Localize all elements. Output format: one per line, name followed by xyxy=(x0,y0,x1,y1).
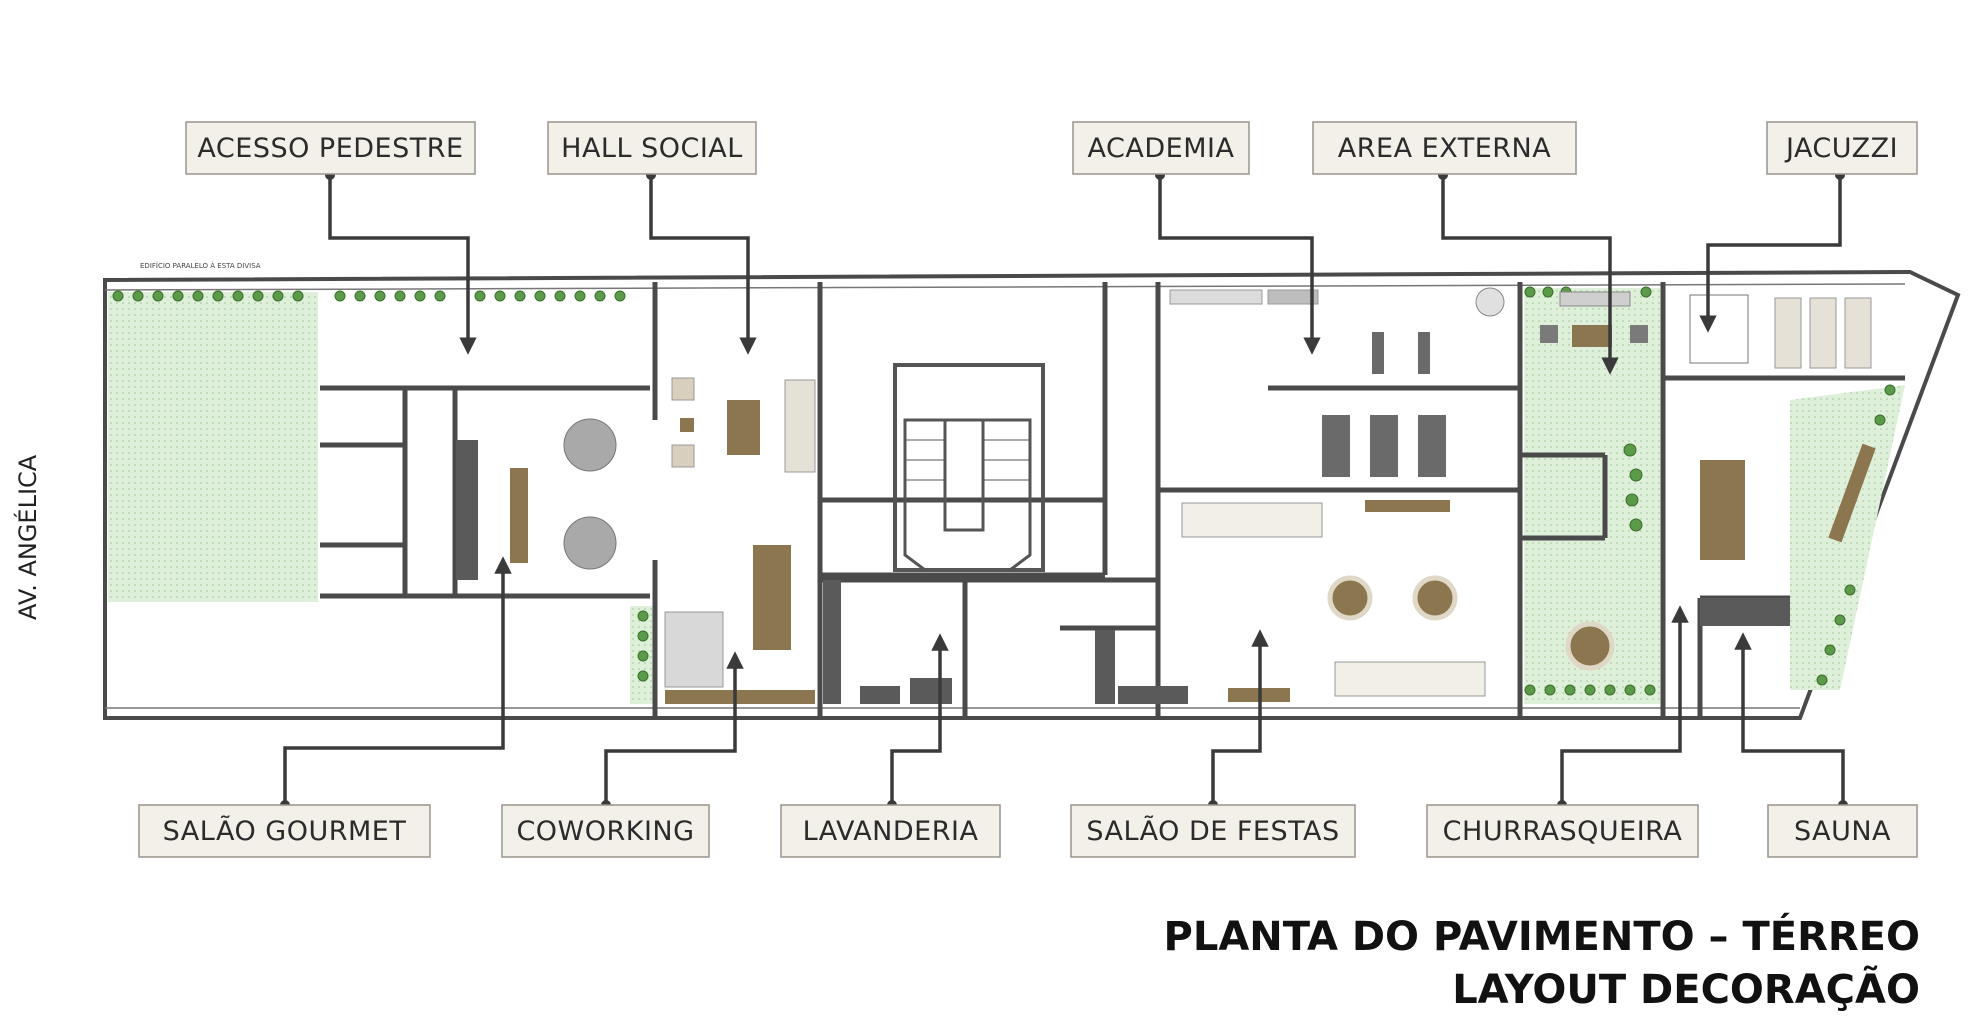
label-salao-de-festas-text: SALÃO DE FESTAS xyxy=(1086,815,1339,847)
leader-lines xyxy=(283,175,1845,805)
label-coworking: COWORKING xyxy=(501,804,710,858)
stair-core xyxy=(893,363,1045,572)
label-churrasqueira: CHURRASQUEIRA xyxy=(1426,804,1699,858)
label-hall-social: HALL SOCIAL xyxy=(547,121,757,175)
label-acesso-pedestre-text: ACESSO PEDESTRE xyxy=(197,133,463,164)
label-acesso-pedestre: ACESSO PEDESTRE xyxy=(185,121,476,175)
label-jacuzzi: JACUZZI xyxy=(1766,121,1918,175)
label-area-externa-text: AREA EXTERNA xyxy=(1338,133,1551,164)
label-salao-gourmet: SALÃO GOURMET xyxy=(138,804,431,858)
label-salao-gourmet-text: SALÃO GOURMET xyxy=(163,815,407,847)
interior-walls xyxy=(320,282,1905,716)
label-hall-social-text: HALL SOCIAL xyxy=(561,133,743,164)
label-churrasqueira-text: CHURRASQUEIRA xyxy=(1443,816,1683,847)
label-coworking-text: COWORKING xyxy=(516,816,694,847)
street-label: AV. ANGÉLICA xyxy=(13,454,42,620)
green-areas xyxy=(108,288,1905,704)
plan-title-line2: LAYOUT DECORAÇÃO xyxy=(1452,964,1920,1013)
wall-note: EDIFÍCIO PARALELO À ESTA DIVISA xyxy=(140,261,261,270)
label-area-externa: AREA EXTERNA xyxy=(1312,121,1577,175)
hedge-plants xyxy=(112,286,1896,696)
label-academia: ACADEMIA xyxy=(1072,121,1250,175)
label-sauna: SAUNA xyxy=(1767,804,1918,858)
furniture xyxy=(456,287,1876,704)
label-sauna-text: SAUNA xyxy=(1794,816,1891,847)
label-lavanderia-text: LAVANDERIA xyxy=(803,816,979,847)
plan-title-line1: PLANTA DO PAVIMENTO – TÉRREO xyxy=(1164,912,1920,960)
label-jacuzzi-text: JACUZZI xyxy=(1784,133,1898,164)
label-lavanderia: LAVANDERIA xyxy=(780,804,1001,858)
label-salao-de-festas: SALÃO DE FESTAS xyxy=(1070,804,1356,858)
label-academia-text: ACADEMIA xyxy=(1088,133,1235,164)
